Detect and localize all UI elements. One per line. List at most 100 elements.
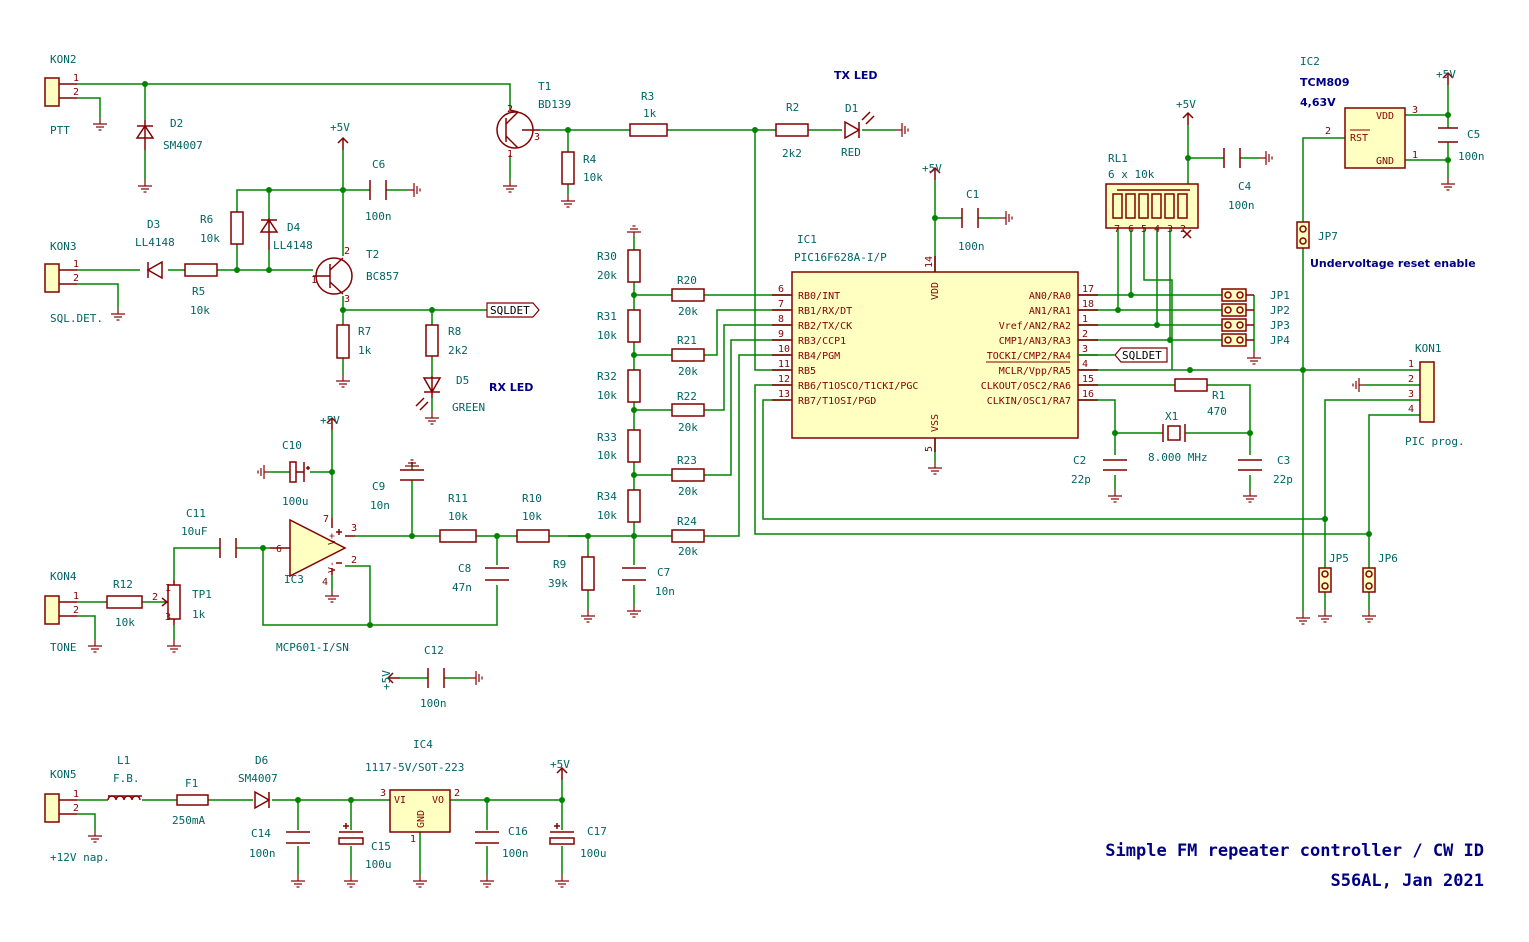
svg-text:2: 2 [1408,374,1414,385]
svg-text:JP3: JP3 [1270,319,1290,332]
ic1-pin-name: RB3/CCP1 [798,336,846,347]
svg-text:IC3: IC3 [284,573,304,586]
svg-text:R33: R33 [597,431,617,444]
svg-text:D2: D2 [170,117,183,130]
svg-text:2: 2 [73,87,79,98]
svg-text:1k: 1k [643,107,657,120]
svg-text:C8: C8 [458,562,471,575]
svg-text:2: 2 [507,104,513,115]
p5v-label: +5V [330,121,350,134]
svg-text:10k: 10k [583,171,603,184]
power-symbols: +5V +5V +5V +5V +5V +5V +5V [320,68,1456,781]
sqldet-flag-output: SQLDET [486,302,540,318]
svg-text:10k: 10k [115,616,135,629]
ic1-pin-number: 6 [778,284,784,295]
svg-text:R5: R5 [192,285,205,298]
ic1-pin-name: RB7/T1OSI/PGD [798,396,876,407]
svg-text:R11: R11 [448,492,468,505]
d5-diode: D5 GREEN [415,374,485,414]
svg-text:5: 5 [1141,224,1147,235]
svg-text:1: 1 [1412,150,1418,161]
svg-text:R20: R20 [677,274,697,287]
svg-text:6: 6 [276,544,282,555]
svg-text:C16: C16 [508,825,528,838]
p5v-label: +5V [922,162,942,175]
svg-text:MCP601-I/SN: MCP601-I/SN [276,641,349,654]
svg-text:VSS: VSS [930,414,941,432]
svg-text:3: 3 [534,132,540,143]
ic1-pin-number: 2 [1082,329,1088,340]
ic1-pin-name: RB1/RX/DT [798,306,852,317]
svg-text:IC4: IC4 [413,738,433,751]
ic1-pin-name: AN0/RA0 [1029,291,1071,302]
svg-text:3: 3 [344,294,350,305]
svg-text:F.B.: F.B. [113,772,140,785]
svg-text:R34: R34 [597,490,617,503]
rx-led-note: RX LED [489,381,533,394]
svg-text:R31: R31 [597,310,617,323]
svg-text:2: 2 [73,273,79,284]
svg-text:GND: GND [416,810,427,828]
ic1-pin-number: 4 [1082,359,1088,370]
tx-led-note: TX LED [834,69,877,82]
svg-text:LL4148: LL4148 [135,236,175,249]
x1-crystal: X1 8.000 MHz [1148,410,1208,464]
svg-text:7: 7 [1114,224,1120,235]
ic2-tcm809: VDD RST GND 3 2 1 IC2 TCM809 4,63V [1300,55,1418,169]
svg-text:JP5: JP5 [1329,552,1349,565]
svg-text:R8: R8 [448,325,461,338]
svg-text:R12: R12 [113,578,133,591]
svg-text:VDD: VDD [930,282,941,300]
capacitors: C6 100n C1 100n C4 100n C5 100n C2 22p C… [181,127,1485,871]
svg-text:JP6: JP6 [1378,552,1398,565]
wires [77,83,1449,875]
svg-text:D4: D4 [287,221,301,234]
ic1-pin-number: 1 [1082,314,1088,325]
svg-text:L1: L1 [117,754,130,767]
d1-diode: D1 RED [841,102,875,159]
ic1-pin-number: 9 [778,329,784,340]
svg-text:2k2: 2k2 [448,344,468,357]
svg-text:JP1: JP1 [1270,289,1290,302]
p5v-label: +5V [320,414,340,427]
p5v-label: +5V [1176,98,1196,111]
svg-text:T1: T1 [538,80,551,93]
svg-text:D1: D1 [845,102,858,115]
svg-text:SQLDET: SQLDET [490,304,530,317]
svg-text:GND: GND [1376,156,1394,167]
svg-text:VO: VO [432,795,444,806]
svg-text:2: 2 [1180,224,1186,235]
rl1-network: 7 6 5 4 3 2 RL1 6 x 10k [1105,152,1199,239]
kon4-connector: 1 2 KON4 TONE [44,570,79,654]
svg-text:R24: R24 [677,515,697,528]
svg-text:R21: R21 [677,334,697,347]
svg-text:1: 1 [73,259,79,270]
svg-text:10n: 10n [655,585,675,598]
svg-text:20k: 20k [597,269,617,282]
ic1-pin-name: RB0/INT [798,291,840,302]
svg-text:2: 2 [454,788,460,799]
ground-symbols-up [405,225,641,467]
svg-text:TCM809: TCM809 [1300,76,1349,89]
svg-text:R30: R30 [597,250,617,263]
ic1-value: PIC16F628A-I/P [794,251,887,264]
svg-text:3: 3 [351,523,357,534]
ic1-pin-number: 18 [1082,299,1094,310]
ic4-regulator: VI VO GND 3 2 1 IC4 1117-5V/SOT-223 [365,738,464,845]
svg-text:C10: C10 [282,439,302,452]
svg-text:GREEN: GREEN [452,401,485,414]
svg-text:JP2: JP2 [1270,304,1290,317]
d6-diode: D6 SM4007 [238,754,278,810]
svg-text:4: 4 [322,577,328,588]
svg-text:1: 1 [1408,359,1414,370]
ic3-opamp: 6 7 3 2 4 V+ V- IC3 MCP601-I/SN [270,514,357,654]
svg-text:4: 4 [1408,404,1414,415]
svg-text:IC2: IC2 [1300,55,1320,68]
svg-text:C2: C2 [1073,454,1086,467]
svg-text:F1: F1 [185,777,198,790]
kon2-connector: 1 2 KON2 PTT [44,53,79,137]
title-line2: S56AL, Jan 2021 [1330,871,1484,891]
svg-text:20k: 20k [678,305,698,318]
svg-text:LL4148: LL4148 [273,239,313,252]
svg-text:10uF: 10uF [181,525,208,538]
